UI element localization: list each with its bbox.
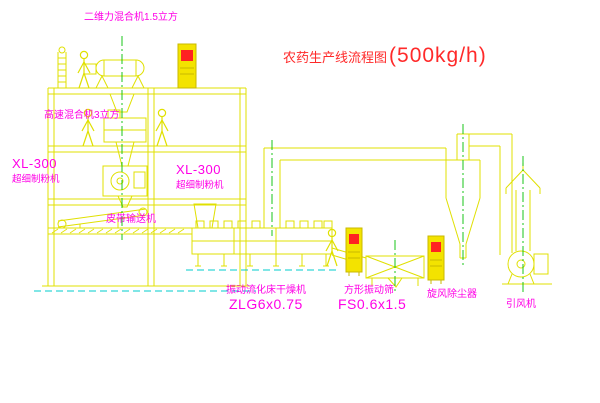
label-screen-name: 方形振动筛 (344, 285, 394, 296)
label-high-speed-mixer: 高速混合机3立方 (44, 110, 120, 121)
belt-conveyor-drawing (57, 207, 148, 229)
exhaust-stack-drawing (505, 163, 541, 251)
label-mill-mid-model: XL-300 (176, 162, 221, 177)
label-mixer-2d: 二维力混合机1.5立方 (84, 12, 178, 23)
diagram-title: 农药生产线流程图 (500kg/h) (283, 44, 487, 68)
floor-hatch (51, 228, 185, 234)
label-cyclone-name: 旋风除尘器 (427, 289, 477, 300)
label-dryer-name: 振动流化床干燥机 (226, 285, 306, 296)
label-mill-left-model: XL-300 (12, 156, 57, 171)
building-frame (42, 87, 250, 287)
label-fan-name: 引风机 (506, 299, 536, 310)
control-cabinet-screen (345, 227, 363, 276)
label-dryer-model: ZLG6x0.75 (229, 296, 303, 312)
label-screen-model: FS0.6x1.5 (338, 296, 407, 312)
fan-drawing (502, 250, 552, 285)
cyclone-drawing (445, 134, 481, 259)
worker-figure (77, 50, 91, 89)
label-mill-left-name: 超细制粉机 (12, 174, 60, 185)
control-cabinet-cyclone (427, 235, 445, 284)
centerlines (121, 36, 524, 292)
label-mill-mid-name: 超细制粉机 (176, 180, 224, 191)
label-belt-conveyor: 皮带输送机 (106, 214, 156, 225)
mixer-2d-drawing (83, 59, 145, 113)
fluid-bed-dryer-drawing (191, 203, 333, 267)
mill-xl300-drawing (102, 165, 148, 208)
title-text: 农药生产线流程图 (283, 50, 388, 65)
title-capacity: (500kg/h) (389, 44, 487, 67)
worker-figure (155, 108, 169, 147)
exhaust-riser-duct (263, 147, 446, 228)
control-cabinet-top (177, 43, 197, 89)
cyclone-outlet-pipe (457, 133, 513, 255)
ground-lines (34, 269, 340, 292)
hoist-ladder (57, 46, 67, 88)
